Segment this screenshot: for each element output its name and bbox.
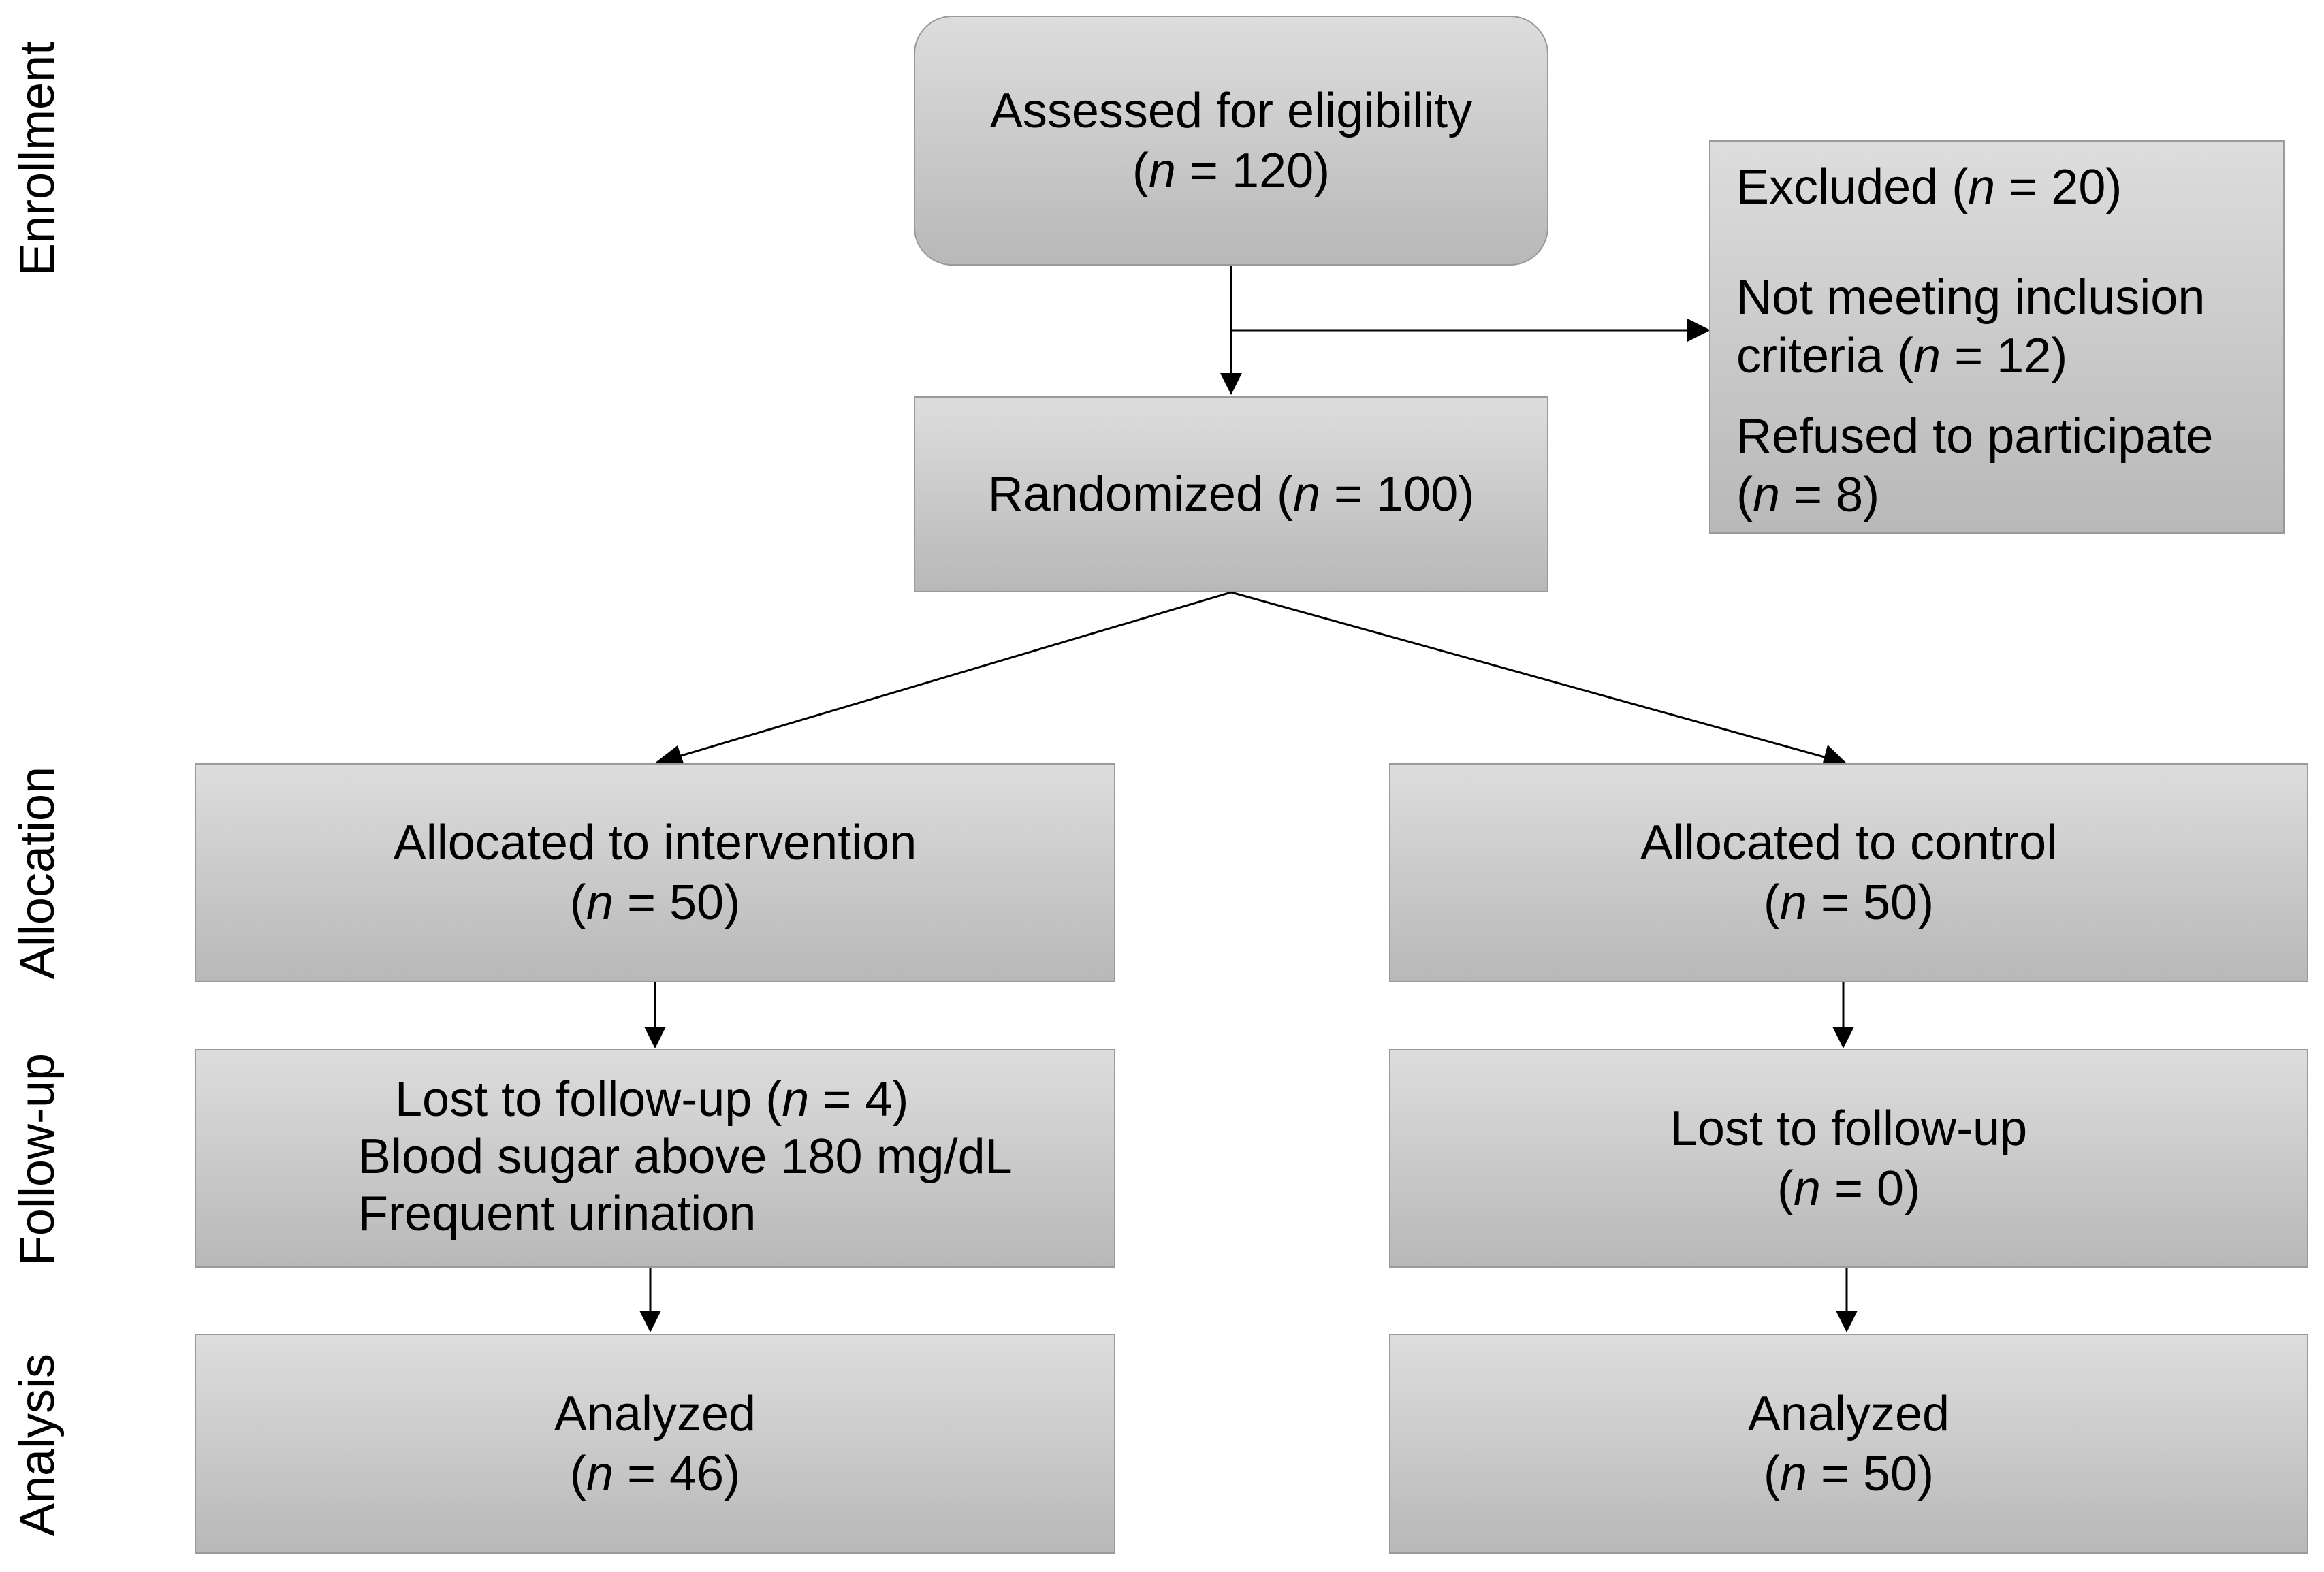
alloc-control-box: Allocated to control (n = 50) <box>1389 763 2308 982</box>
alloc-intervention-count: (n = 50) <box>569 876 741 930</box>
analysis-control-box: Analyzed (n = 50) <box>1389 1334 2308 1554</box>
followup-control-count: (n = 0) <box>1777 1161 1921 1216</box>
analysis-control-count: (n = 50) <box>1763 1446 1935 1501</box>
analysis-intervention-count: (n = 46) <box>569 1446 741 1501</box>
assessed-box: Assessed for eligibility (n = 120) <box>914 16 1548 266</box>
followup-intervention-label: Lost to follow-up (n = 4) <box>395 1072 909 1127</box>
arrowhead-randomized-to-control <box>1822 745 1847 765</box>
excluded-box: Excluded (n = 20) Not meeting inclusion … <box>1709 140 2285 534</box>
arrowhead-assessed-to-randomized <box>1220 373 1242 395</box>
analysis-intervention-box: Analyzed (n = 46) <box>195 1334 1115 1554</box>
analysis-intervention-label: Analyzed <box>554 1386 757 1441</box>
excluded-reason-refused-line1: Refused to participate <box>1736 409 2214 464</box>
excluded-reason-inclusion-line2: criteria (n = 12) <box>1736 329 2068 383</box>
alloc-intervention-box: Allocated to intervention (n = 50) <box>195 763 1115 982</box>
followup-control-label: Lost to follow-up <box>1670 1101 2028 1156</box>
followup-intervention-box: Lost to follow-up (n = 4) Blood sugar ab… <box>195 1049 1115 1268</box>
arrowhead-followup-to-analysis-intervention <box>639 1311 661 1332</box>
excluded-total: Excluded (n = 20) <box>1736 160 2122 214</box>
assessed-label: Assessed for eligibility <box>989 83 1473 138</box>
alloc-control-label: Allocated to control <box>1640 816 2058 870</box>
excluded-reason-inclusion-line1: Not meeting inclusion <box>1736 270 2206 325</box>
arrowhead-randomized-to-intervention <box>654 745 684 765</box>
arrow-randomized-to-intervention <box>673 591 1232 759</box>
alloc-control-count: (n = 50) <box>1763 876 1935 930</box>
arrowhead-followup-to-analysis-control <box>1836 1311 1858 1332</box>
analysis-control-label: Analyzed <box>1747 1386 1950 1441</box>
randomized-box: Randomized (n = 100) <box>914 396 1548 592</box>
arrowhead-to-excluded <box>1687 319 1710 342</box>
arrowhead-alloc-to-followup-intervention <box>644 1027 666 1048</box>
randomized-label: Randomized (n = 100) <box>987 467 1475 522</box>
alloc-intervention-label: Allocated to intervention <box>393 816 917 870</box>
followup-intervention-reason-blood-sugar: Blood sugar above 180 mg/dL <box>358 1129 1013 1184</box>
followup-intervention-reason-urination: Frequent urination <box>358 1187 757 1241</box>
followup-control-box: Lost to follow-up (n = 0) <box>1389 1049 2308 1268</box>
arrow-randomized-to-control <box>1230 591 1828 759</box>
assessed-count: (n = 120) <box>1132 143 1331 198</box>
arrowhead-alloc-to-followup-control <box>1832 1027 1854 1048</box>
excluded-reason-refused-line2: (n = 8) <box>1736 468 1880 522</box>
